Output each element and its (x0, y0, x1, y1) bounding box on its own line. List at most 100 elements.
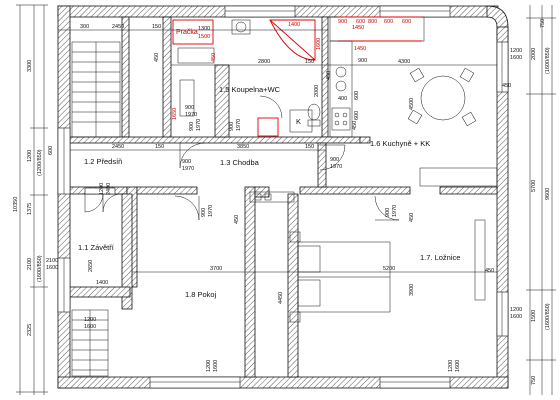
dim-v-450f: 450 (485, 268, 494, 274)
dim-top-1400: 1400 (288, 22, 300, 28)
dim-v-450a: 450 (154, 53, 160, 62)
dim-v-450d: 450 (234, 215, 240, 224)
red-1650: 1650 (172, 108, 178, 120)
dim-v-450e: 450 (409, 213, 415, 222)
dining-table (407, 67, 477, 127)
door-c-width: 900 (229, 122, 235, 131)
door-d-width: 900 (201, 208, 207, 217)
room-zavetri: 1.1 Závětří (78, 243, 115, 252)
room-koupelna: 1.5 Koupelna+WC (219, 85, 281, 94)
dim-right-1600-850: (1600/850) (545, 47, 551, 74)
room-chodba: 1.3 Chodba (220, 158, 260, 167)
room-pokoj: 1.8 Pokoj (185, 290, 217, 299)
dim-row-5200: 5200 (383, 266, 395, 272)
dim-left-10350: 10350 (13, 197, 19, 212)
win-zavetri-b: 2400 (106, 183, 112, 195)
k-600b: 600 (354, 111, 360, 120)
dim-mid-150b: 150 (305, 144, 314, 150)
k-2000: 2000 (314, 85, 320, 97)
dim-right-5700: 5700 (531, 180, 537, 192)
dim-v-450c: 450 (352, 121, 358, 130)
dim-left-2100: 2100 (27, 258, 33, 270)
dim-right-2000: 2000 (531, 48, 537, 60)
dim-left-1200: 1200 (27, 150, 33, 162)
doors (84, 95, 400, 221)
dim-v-4450: 4450 (278, 292, 284, 304)
win-bottom-left-1200: 1200 (84, 317, 96, 323)
door-labels: 900 1970 900 1970 900 1970 900 1970 900 … (84, 105, 461, 372)
bathroom-fixtures (172, 19, 321, 137)
dim-left-600: 600 (48, 146, 54, 155)
staircase (71, 41, 121, 377)
door-a-width: 900 (182, 159, 191, 165)
door-a-height: 1970 (182, 166, 194, 172)
dim-row2-150: 150 (305, 59, 314, 65)
windows (57, 5, 509, 389)
dim-top-2450: 2450 (112, 24, 124, 30)
dim-row2-4300: 4300 (398, 59, 410, 65)
k-400: 400 (338, 96, 347, 102)
door-d-height: 1970 (208, 205, 214, 217)
door-f-width: 900 (189, 122, 195, 131)
room-loznice: 1.7. Ložnice (420, 253, 460, 262)
kitchen-counter (289, 16, 425, 138)
red-dimensions: 1500 1650 1600 450 (172, 34, 322, 120)
dim-mid-150: 150 (155, 144, 164, 150)
dim-top-1300: 1300 (198, 26, 210, 32)
dim-left-1200-850: (1200/850) (37, 149, 43, 176)
dim-top-300: 300 (80, 24, 89, 30)
bathtub (177, 47, 215, 64)
dim-right-1600-850b: (1600/850) (545, 303, 551, 330)
dim-right-9600: 9600 (545, 188, 551, 200)
dim-top-600c: 600 (402, 19, 411, 25)
dim-right-1200: 1200 (510, 48, 522, 54)
door-c-height: 1970 (236, 119, 242, 131)
dim-row2-2800: 2800 (258, 59, 270, 65)
red-sink (257, 117, 279, 137)
dim-right-750b: 750 (531, 376, 537, 385)
dim-top-600a: 600 (356, 19, 365, 25)
door-g-height: 1970 (185, 112, 197, 118)
dim-v-2650: 2650 (88, 260, 94, 272)
dim-top-900: 900 (338, 19, 347, 25)
dim-left-1375: 1375 (27, 203, 33, 215)
dim-v-450b: 450 (326, 71, 332, 80)
dim-right-1600: 1600 (510, 55, 522, 61)
door-g-width: 900 (185, 105, 194, 111)
win-zavetri-a: 1200 (99, 183, 105, 195)
washing-machine-outline (172, 19, 214, 45)
dim-right-1200b: 1200 (510, 307, 522, 313)
door-b-height: 1970 (330, 164, 342, 170)
door-f-height: 1970 (196, 119, 202, 131)
dim-v-4500: 4500 (409, 98, 415, 110)
dim-right-750: 750 (540, 19, 546, 28)
room-pracka: Pračka (176, 29, 198, 36)
door-b-width: 900 (330, 157, 339, 163)
room-kuchyne: 1.6 Kuchyně + KK (370, 139, 430, 148)
dim-top-1450b: 1450 (354, 46, 366, 52)
dim-row-1400: 1400 (96, 280, 108, 286)
dim-top-150: 150 (152, 24, 161, 30)
dim-right-1600b: 1600 (510, 314, 522, 320)
win-bottom-right-1600: 1600 (455, 360, 461, 372)
toilet-icon (307, 103, 321, 121)
dim-left-3300: 3300 (27, 60, 33, 72)
dim-row-3700: 3700 (210, 266, 222, 272)
red-1600: 1600 (316, 38, 322, 50)
room-predsin: 1.2 Předsíň (84, 157, 122, 166)
right-dimension-lines: 750 2000 (1600/850) 5700 9600 1500 (1600… (510, 5, 556, 395)
left-dimension-lines: 3300 1200 (1200/850) 600 10350 1375 2100… (13, 4, 58, 395)
dim-v-3900: 3900 (409, 284, 415, 296)
win-bottom-1600: 1600 (213, 360, 219, 372)
k-600: 600 (354, 91, 360, 100)
dim-mid-3850: 3850 (237, 144, 249, 150)
top-dimensions: 300 2450 150 1300 1400 900 1450 600 800 … (58, 19, 497, 66)
win-bottom-1200: 1200 (206, 360, 212, 372)
dim-top-600b: 600 (384, 19, 393, 25)
win-bottom-right-1200: 1200 (448, 360, 454, 372)
dim-left-1600-850: (1600/850) (37, 255, 43, 282)
room-labels: Pračka 1.5 Koupelna+WC 1.6 Kuchyně + KK … (78, 29, 460, 299)
dim-v-450g: 450 (502, 83, 511, 89)
mid-dimensions: 2450 150 3850 150 3700 5200 1400 (70, 144, 497, 286)
